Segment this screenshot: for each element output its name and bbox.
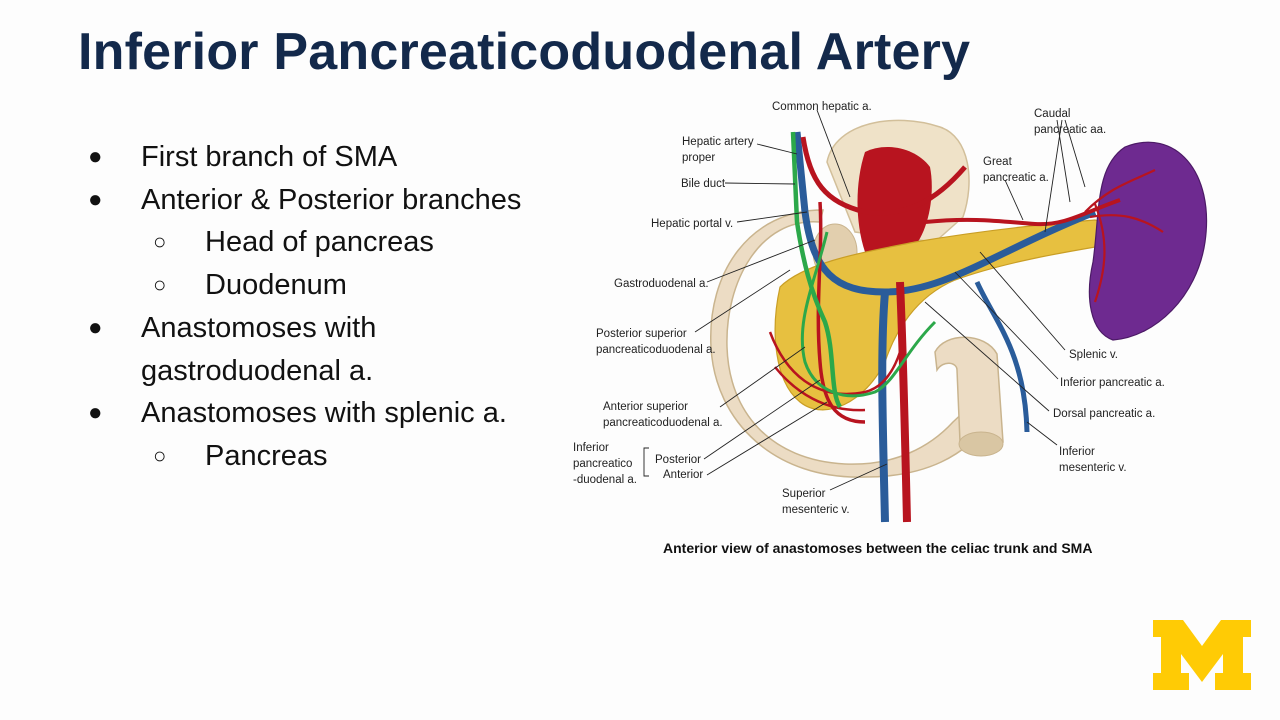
label-inferior-mesenteric-line2: mesenteric v. [1059,462,1127,474]
label-superior-mesenteric-line2: mesenteric v. [782,504,850,516]
label-great-pancreatic-line2: pancreatic a. [983,172,1049,184]
bullet-marker: ● [88,313,103,341]
inferior-pd-bracket [643,447,649,477]
bullet-item: ●Anterior & Posterior branches [88,179,588,222]
sub-bullet-marker: ○ [153,442,167,468]
label-hepatic-artery-proper: Hepatic artery [682,136,754,148]
slide-title: Inferior Pancreaticoduodenal Artery [78,23,971,81]
label-hepatic-artery-proper-line2: proper [682,152,715,164]
bullet-marker: ● [88,185,103,213]
spleen [1088,141,1207,341]
splenic-branches [1084,169,1164,303]
label-common-hepatic: Common hepatic a. [772,101,872,113]
bullet-item: ●First branch of SMA [88,136,588,179]
aorta-trunk [857,147,932,252]
label-anterior: Anterior [663,469,703,481]
label-anterior-superior: Anterior superior [603,401,688,413]
label-hepatic-portal: Hepatic portal v. [651,218,733,230]
figure-caption: Anterior view of anastomoses between the… [663,540,1093,556]
inferior-mesenteric-vein [974,280,1030,433]
label-splenic-vein: Splenic v. [1069,349,1118,361]
label-inferior-pancreatic: Inferior pancreatic a. [1060,377,1165,389]
block-m-shape [1153,620,1251,690]
label-posterior-superior-line2: pancreaticoduodenal a. [596,344,716,356]
pancreaticoduodenal-arcade [768,331,902,412]
bullet-item: ●Anastomoses with splenic a. [88,392,588,435]
label-posterior: Posterior [655,454,701,466]
label-inferior-pd-line3: -duodenal a. [573,474,637,486]
sub-bullet-marker: ○ [153,272,167,298]
jejunum-loop [934,336,1004,443]
label-dorsal-pancreatic: Dorsal pancreatic a. [1053,408,1155,420]
jejunum-end [958,431,1004,457]
bullet-continuation: gastroduodenal a. [141,354,374,387]
bullet-list: ●First branch of SMA ●Anterior & Posteri… [88,136,588,478]
bullet-item: ●Anastomoses with [88,307,588,350]
label-posterior-superior: Posterior superior [596,328,687,340]
label-caudal-pancreatic-line2: pancreatic aa. [1034,124,1106,136]
bullet-marker: ● [88,399,103,427]
gastroduodenal-artery [816,201,866,424]
sub-bullet-item: ○Pancreas [88,435,588,478]
posterior-arcade-green [800,231,937,398]
sub-bullet-item: ○Head of pancreas [88,221,588,264]
sub-bullet-marker: ○ [153,229,167,255]
label-inferior-mesenteric: Inferior [1059,446,1095,458]
portal-vein [793,131,1097,296]
label-caudal-pancreatic: Caudal [1034,108,1070,120]
common-hepatic-artery [800,136,967,216]
bile-duct [790,131,842,409]
label-superior-mesenteric: Superior [782,488,826,500]
anatomy-figure: Common hepatic a. Hepatic artery proper … [573,101,1207,523]
superior-mesenteric-vein [878,291,889,523]
sub-bullet-item: ○Duodenum [88,264,588,307]
splenic-artery [924,198,1121,227]
label-inferior-pd: Inferior [573,442,609,454]
label-inferior-pd-line2: pancreatico [573,458,632,470]
bullet-marker: ● [88,143,103,170]
pancreas [774,219,1114,411]
label-anterior-superior-line2: pancreaticoduodenal a. [603,417,723,429]
superior-mesenteric-artery [896,281,911,523]
label-gastroduodenal: Gastroduodenal a. [614,278,709,290]
label-bile-duct: Bile duct [681,178,726,190]
university-m-logo [1153,620,1251,690]
leader-lines [694,109,1086,491]
label-great-pancreatic: Great [983,156,1013,168]
